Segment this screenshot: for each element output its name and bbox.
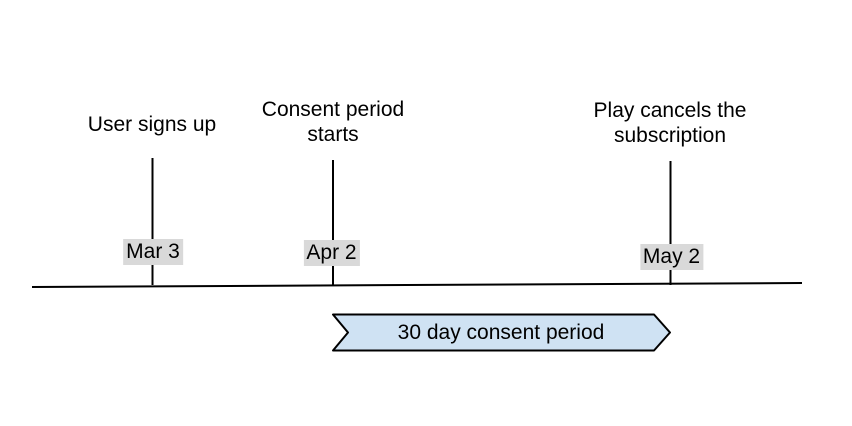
consent-banner-shape	[332, 313, 671, 352]
event-label-play-cancels-subscription: Play cancels the subscription	[593, 99, 747, 147]
date-badge-mar-3: Mar 3	[123, 239, 183, 265]
event-label-user-signs-up: User signs up	[87, 113, 217, 136]
consent-banner-label: 30 day consent period	[397, 321, 605, 344]
timeline-axis	[31, 282, 803, 288]
date-badge-apr-2: Apr 2	[303, 240, 360, 266]
date-badge-may-2: May 2	[639, 244, 704, 270]
event-label-consent-period-starts: Consent period starts	[261, 98, 405, 146]
